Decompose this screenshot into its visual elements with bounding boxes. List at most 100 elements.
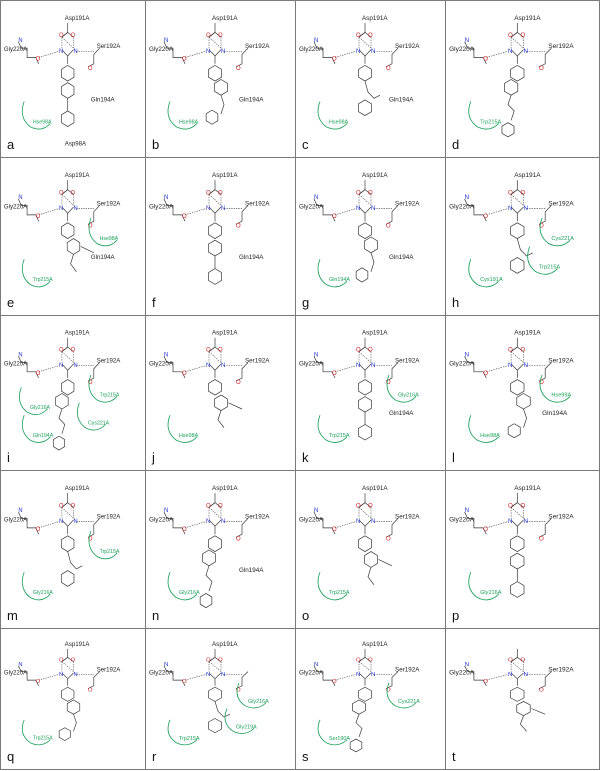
oxygen-atom: O — [36, 527, 41, 533]
hydrophobic-residue-label: Trp215A — [100, 549, 120, 555]
oxygen-atom: O — [88, 688, 93, 694]
hbond-lines — [38, 661, 94, 681]
hydrophobic-residue-label: Trp215A — [329, 590, 350, 596]
oxygen-atom: O — [332, 56, 337, 63]
nitrogen-atom: N — [206, 518, 210, 525]
nitrogen-atom: N — [59, 363, 63, 369]
residue-label: Ser192A — [395, 667, 420, 674]
hydrophobic-contour — [21, 571, 51, 601]
hydrophobic-residue-label: Trp215A — [539, 265, 560, 271]
nitrogen-atom: N — [371, 518, 375, 525]
nitrogen-atom: N — [221, 518, 225, 525]
residue-label: Asp191A — [514, 15, 541, 22]
nitrogen-atom: N — [314, 37, 318, 44]
oxygen-atom: O — [386, 222, 391, 229]
oxygen-atom: O — [218, 502, 223, 509]
nitrogen-atom: N — [206, 48, 210, 55]
residue-label: Asp191A — [65, 15, 90, 22]
hydrophobic-contour — [527, 246, 558, 275]
residue-label: Asp191A — [65, 329, 90, 336]
nitrogen-atom: N — [524, 205, 528, 212]
residue-label: Gly220A — [449, 46, 475, 53]
nitrogen-atom: N — [164, 351, 168, 358]
oxygen-atom: O — [508, 658, 513, 664]
ligand-structure — [163, 180, 249, 285]
nitrogen-atom: N — [221, 48, 225, 55]
oxygen-atom: O — [88, 380, 93, 386]
panel-letter: r — [152, 749, 157, 764]
oxygen-atom: O — [206, 32, 211, 39]
nitrogen-atom: N — [74, 363, 78, 369]
panel-letter: a — [7, 137, 15, 152]
hydrophobic-contour — [539, 217, 571, 247]
hydrophobic-residue-label: Hse98A — [33, 119, 52, 125]
hydrophobic-contour — [468, 258, 500, 288]
oxygen-atom: O — [368, 189, 373, 196]
nitrogen-atom: N — [314, 351, 318, 358]
residue-label: Gly220A — [149, 361, 174, 368]
residue-label: Gly220A — [4, 360, 28, 367]
nitrogen-atom: N — [206, 362, 210, 369]
residue-label: Gly220A — [449, 361, 475, 368]
oxygen-atom: O — [59, 503, 64, 509]
oxygen-atom: O — [59, 658, 64, 664]
nitrogen-atom: N — [221, 672, 225, 678]
oxygen-atom: O — [71, 503, 76, 509]
ligand-structure — [163, 22, 249, 125]
oxygen-atom: O — [182, 679, 187, 685]
nitrogen-atom: N — [59, 672, 63, 678]
oxygen-atom: O — [236, 222, 241, 229]
oxygen-atom: O — [59, 33, 64, 39]
oxygen-atom: O — [386, 65, 391, 72]
nitrogen-atom: N — [74, 49, 78, 55]
hbond-lines — [334, 507, 392, 529]
panel-letter: k — [302, 450, 309, 465]
hydrophobic-contour — [317, 719, 348, 746]
nitrogen-atom: N — [465, 351, 469, 358]
residue-label: Gly220A — [4, 670, 27, 676]
residue-label: Ser192A — [548, 667, 574, 674]
nitrogen-atom: N — [371, 672, 375, 678]
nitrogen-atom: N — [18, 352, 22, 358]
nitrogen-atom: N — [524, 518, 528, 525]
oxygen-atom: O — [332, 679, 337, 685]
hydrophobic-contour — [18, 387, 48, 415]
ligand-structure — [313, 337, 399, 441]
ligand-structure — [464, 337, 552, 439]
residue-label: Ser192A — [395, 43, 420, 50]
hbond-lines — [184, 351, 242, 373]
hydrophobic-contour — [88, 374, 118, 403]
panel-letter: m — [7, 608, 18, 623]
hbond-lines — [184, 661, 242, 681]
oxygen-atom: O — [508, 189, 513, 196]
oxygen-atom: O — [182, 56, 187, 63]
residue-label: Asp98A — [65, 140, 87, 147]
residue-label: Asp191A — [514, 485, 541, 492]
hbond-lines — [486, 194, 546, 216]
hydrophobic-contour — [76, 402, 106, 431]
oxygen-atom: O — [520, 347, 525, 354]
residue-label: Asp191A — [362, 641, 388, 648]
oxygen-atom: O — [332, 213, 337, 220]
oxygen-atom: O — [356, 347, 361, 354]
oxygen-atom: O — [508, 32, 513, 39]
nitrogen-atom: N — [206, 205, 210, 212]
residue-label: Gly220A — [149, 46, 174, 53]
residue-label: Asp191A — [362, 330, 388, 337]
